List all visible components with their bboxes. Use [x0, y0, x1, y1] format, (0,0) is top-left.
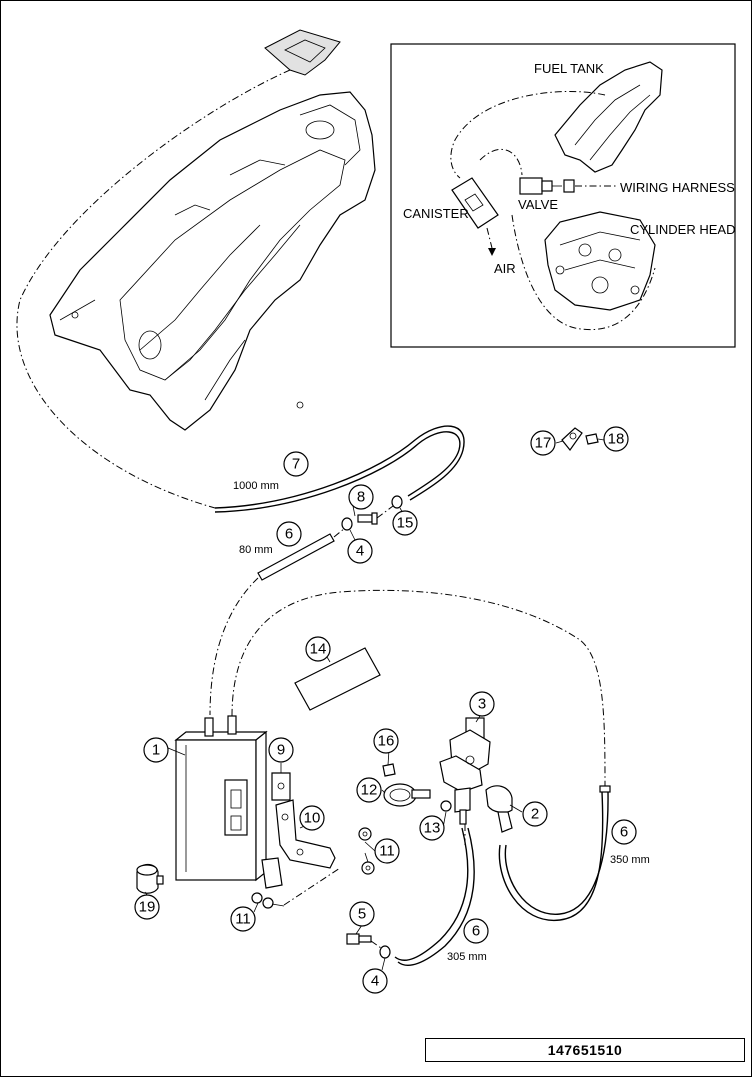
svg-text:17: 17	[535, 435, 552, 452]
svg-text:5: 5	[358, 906, 366, 923]
callout-6-80mm: 6	[276, 521, 302, 547]
screw-16	[382, 763, 396, 777]
callout-7: 7	[283, 451, 309, 477]
svg-text:15: 15	[397, 515, 414, 532]
callout-12: 12	[356, 777, 382, 803]
hose-6-80mm	[257, 533, 335, 581]
inset-cylinder-head	[544, 211, 656, 311]
svg-text:3: 3	[478, 696, 486, 713]
screw-11-c	[251, 892, 285, 909]
elbow-2	[485, 785, 513, 833]
callout-16: 16	[373, 728, 399, 754]
label-air: AIR	[494, 261, 516, 276]
callout-18: 18	[603, 426, 629, 452]
svg-text:9: 9	[277, 742, 285, 759]
svg-text:2: 2	[531, 806, 539, 823]
fuel-tank-drawing	[49, 91, 376, 431]
callout-11-b: 11	[230, 906, 256, 932]
dim-350mm: 350 mm	[610, 854, 650, 866]
svg-text:18: 18	[608, 431, 625, 448]
callout-5: 5	[349, 901, 375, 927]
valve-drawing	[439, 717, 491, 825]
clamp-12	[383, 783, 431, 807]
svg-text:8: 8	[357, 489, 365, 506]
bracket-9	[271, 772, 291, 801]
screw-18	[585, 433, 599, 445]
route-350mm	[231, 589, 606, 791]
callout-10: 10	[299, 805, 325, 831]
svg-text:6: 6	[620, 824, 628, 841]
svg-text:1: 1	[152, 742, 160, 759]
hose-6-350mm	[498, 785, 611, 921]
label-fuel-tank: FUEL TANK	[534, 61, 604, 76]
callout-4-upper: 4	[347, 538, 373, 564]
callout-2: 2	[522, 801, 548, 827]
callout-17: 17	[530, 430, 556, 456]
pad-14	[294, 647, 381, 711]
clip-4-upper	[341, 517, 353, 531]
svg-text:6: 6	[472, 923, 480, 940]
svg-text:11: 11	[235, 911, 251, 928]
dim-80mm: 80 mm	[239, 544, 273, 556]
vent-hose-route	[16, 69, 291, 509]
clip-15	[391, 495, 403, 509]
callout-1: 1	[143, 737, 169, 763]
callout-11-a: 11	[374, 838, 400, 864]
svg-text:6: 6	[285, 526, 293, 543]
hose-7	[214, 425, 465, 513]
inset-valve	[519, 177, 575, 195]
label-cylinder-head: CYLINDER HEAD	[630, 222, 735, 237]
callout-6-350mm: 6	[611, 819, 637, 845]
svg-text:11: 11	[379, 843, 395, 860]
inset-canister	[451, 177, 499, 229]
callout-4-lower: 4	[362, 968, 388, 994]
callout-6-305mm: 6	[463, 918, 489, 944]
callout-9: 9	[268, 737, 294, 763]
callout-19: 19	[134, 894, 160, 920]
callout-14: 14	[305, 636, 331, 662]
clip-4-lower	[379, 945, 391, 959]
svg-text:4: 4	[371, 973, 379, 990]
svg-text:7: 7	[292, 456, 300, 473]
screw-11-a	[358, 827, 372, 841]
bracket-lower	[261, 857, 283, 889]
label-valve: VALVE	[518, 197, 558, 212]
screw-13	[440, 800, 452, 812]
svg-text:16: 16	[378, 733, 395, 750]
bracket-10	[275, 799, 336, 869]
bumper-19	[136, 863, 164, 894]
label-wiring-harness: WIRING HARNESS	[620, 180, 735, 195]
svg-text:13: 13	[424, 820, 441, 837]
svg-text:12: 12	[361, 782, 378, 799]
callout-15: 15	[392, 510, 418, 536]
clamp-17	[561, 427, 583, 451]
hose-6-305mm	[394, 827, 475, 966]
svg-text:4: 4	[356, 543, 364, 560]
svg-text:19: 19	[139, 899, 156, 916]
callout-13: 13	[419, 815, 445, 841]
svg-text:10: 10	[304, 810, 321, 827]
canister-drawing	[174, 715, 268, 882]
screw-11-b	[361, 861, 375, 875]
document-number: 147651510	[425, 1038, 745, 1062]
route-80mm	[209, 577, 259, 716]
dim-1000mm: 1000 mm	[233, 480, 279, 492]
tank-cover-drawing	[264, 29, 341, 76]
callout-3: 3	[469, 691, 495, 717]
label-canister: CANISTER	[403, 206, 469, 221]
svg-text:14: 14	[310, 641, 327, 658]
inset-schematic: FUEL TANK CANISTER VALVE WIRING HARNESS …	[390, 43, 736, 348]
callout-8: 8	[348, 484, 374, 510]
fitting-8	[357, 512, 378, 525]
fitting-5	[346, 933, 372, 945]
dim-305mm: 305 mm	[447, 951, 487, 963]
